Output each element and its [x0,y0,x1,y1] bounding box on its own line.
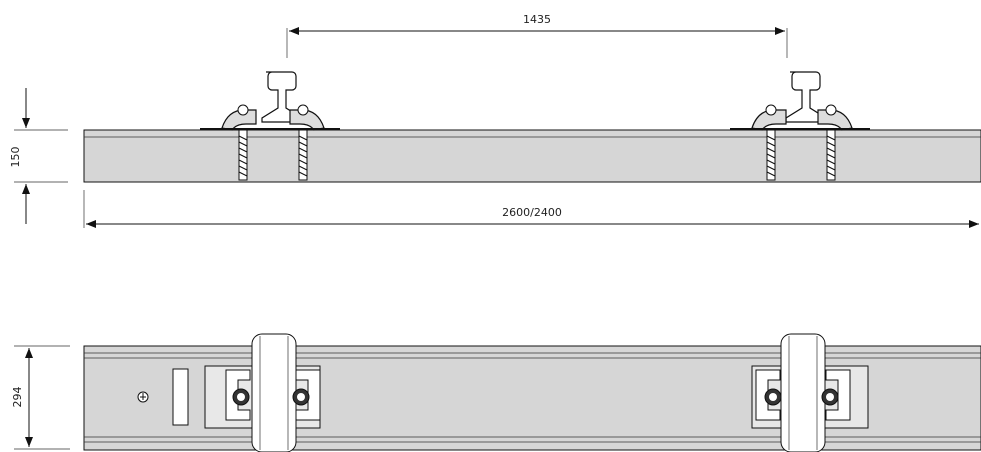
fastening-clip-icon [225,369,251,421]
rail-icon [261,71,303,123]
fastening-clip-icon [821,369,851,421]
gauge-label: 1435 [523,13,551,26]
right-rail-plan [751,333,869,452]
fastening-clip-icon [751,109,787,131]
fastening-clip-icon [289,109,325,131]
length-dimension: 2600/2400 [83,190,979,228]
fastening-clip-icon [292,369,321,421]
screw-icon [766,129,776,181]
rail-icon [780,333,826,452]
sleeper-side-body [83,129,981,183]
plan-view: 294 [11,333,981,452]
screw-icon [238,129,248,181]
height-dimension: 150 [9,88,68,224]
gauge-dimension: 1435 [286,13,788,58]
fastening-clip-icon [221,109,257,131]
height-label: 150 [9,147,22,168]
label-slot [172,368,189,426]
fastening-clip-icon [817,109,853,131]
width-label: 294 [11,387,24,408]
left-rail-assembly [200,71,340,181]
right-rail-assembly [730,71,870,181]
side-view: 1435 150 2600/2400 [9,13,981,228]
left-rail-plan [204,333,321,452]
length-label: 2600/2400 [502,206,562,219]
width-dimension: 294 [11,345,70,450]
rail-icon [785,71,827,123]
marker-symbol-icon [137,391,149,403]
rail-icon [251,333,297,452]
screw-icon [298,129,308,181]
screw-icon [826,129,836,181]
fastening-clip-icon [755,369,782,421]
